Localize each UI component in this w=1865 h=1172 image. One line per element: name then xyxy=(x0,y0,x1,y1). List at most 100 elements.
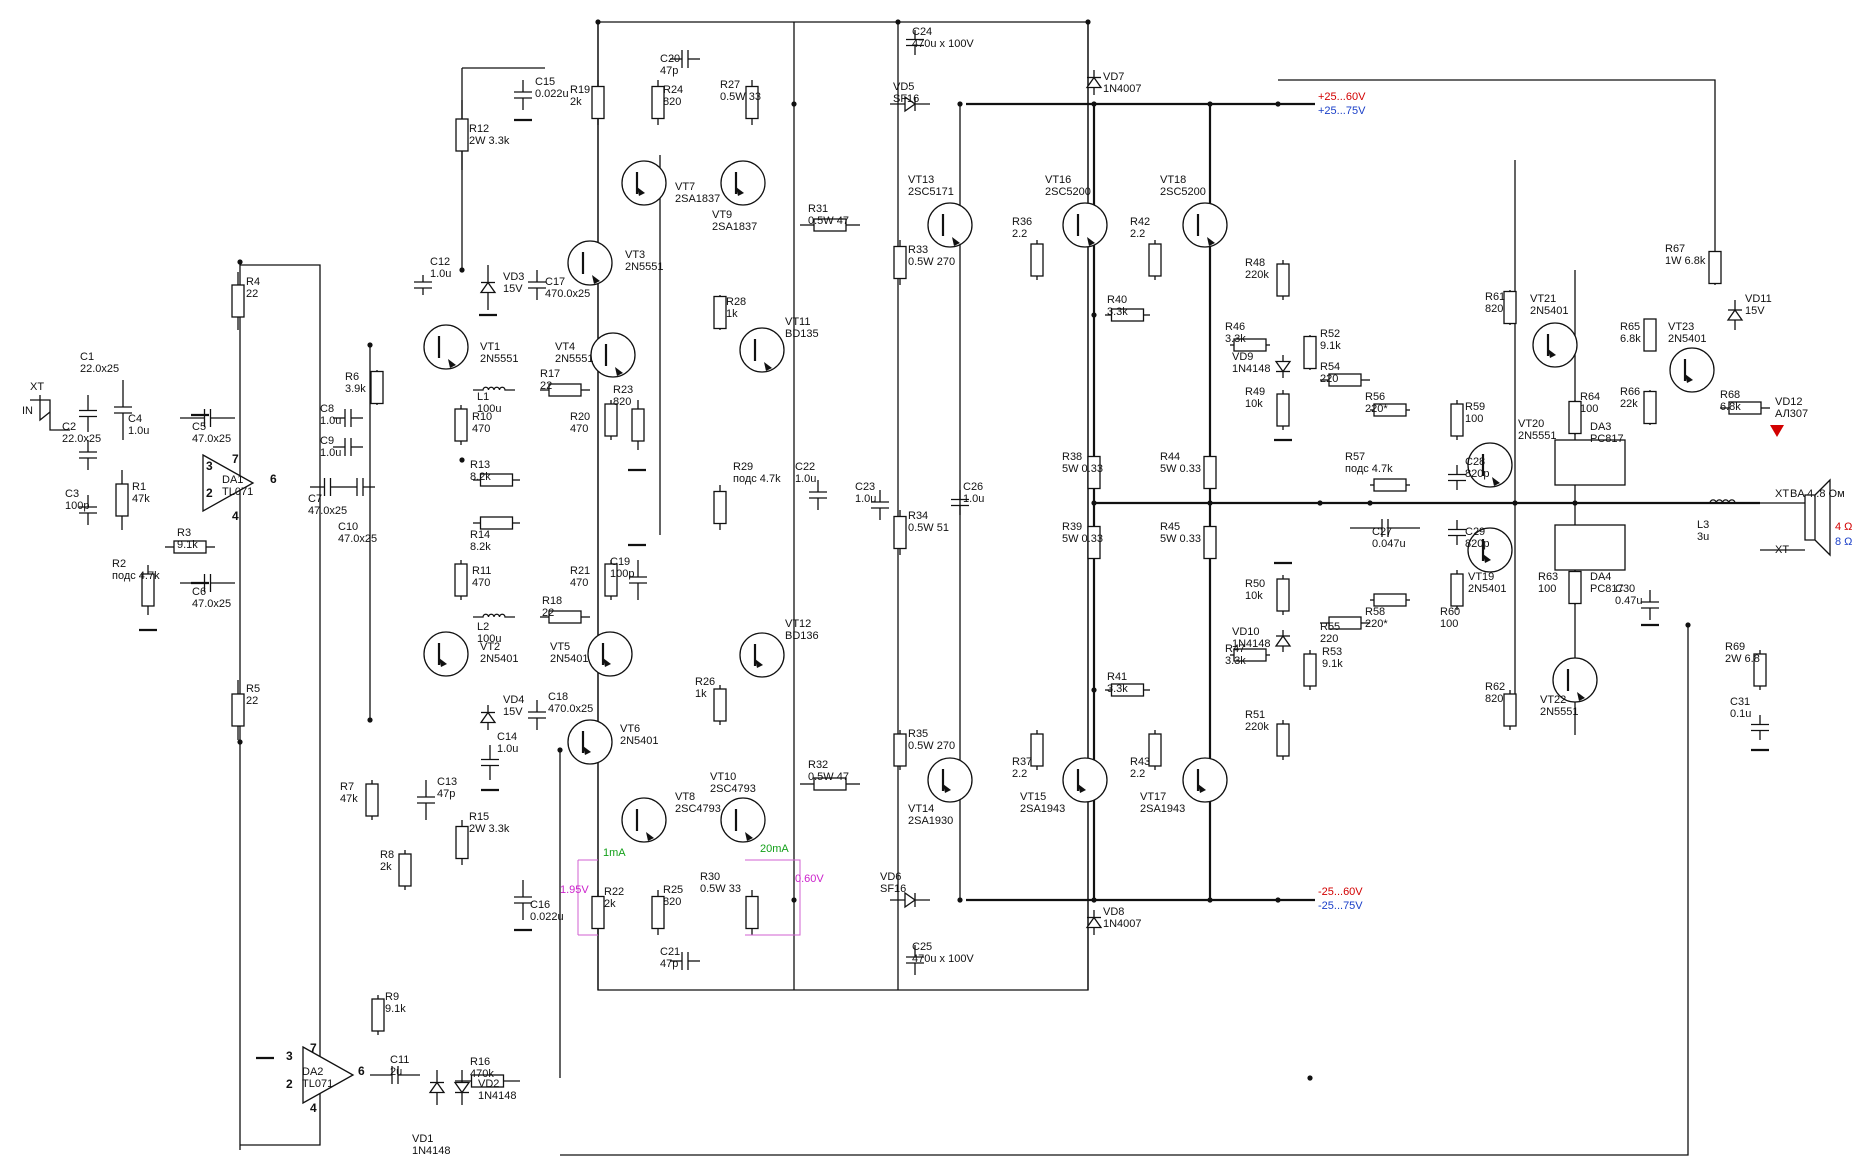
vd6-ref: VD6 xyxy=(880,871,901,883)
vt7-transistor-arrow xyxy=(637,187,645,196)
vt13-value: 2SC5171 xyxy=(908,186,954,198)
da2-ref: DA2 xyxy=(302,1066,323,1078)
r56-value: 220* xyxy=(1365,403,1388,415)
junction-dot xyxy=(1512,500,1518,506)
vd2-diode xyxy=(453,1081,471,1094)
da3-ref: DA3 xyxy=(1590,421,1611,433)
r9-value: 9.1k xyxy=(385,1003,406,1015)
r53-value: 9.1k xyxy=(1322,658,1343,670)
c19-ref: C19 xyxy=(610,556,630,568)
c27-value: 0.047u xyxy=(1372,538,1406,550)
vt1-ref: VT1 xyxy=(480,341,500,353)
vt15-transistor xyxy=(1062,757,1108,803)
vd8-value: 1N4007 xyxy=(1103,918,1142,930)
l1-ref: L1 xyxy=(477,391,489,403)
vt8-transistor xyxy=(621,797,667,843)
r43-ref: R43 xyxy=(1130,756,1150,768)
r40-value: 3.3k xyxy=(1107,306,1128,318)
opamp-pin-da2_7: 7 xyxy=(310,1041,317,1055)
da1-ref: DA1 xyxy=(222,474,243,486)
vt9-value: 2SA1837 xyxy=(712,221,757,233)
vt1-transistor-arrow xyxy=(448,359,456,368)
vt5-transistor-arrow xyxy=(603,658,611,667)
r15-resistor xyxy=(455,825,469,860)
r62-resistor xyxy=(1503,693,1517,727)
r29-resistor xyxy=(713,490,727,525)
vd7-diode xyxy=(1085,76,1103,89)
r3-ref: R3 xyxy=(177,527,191,539)
vt21-transistor-arrow xyxy=(1548,349,1556,358)
r3-value: 9.1k xyxy=(177,539,198,551)
r66-value: 22k xyxy=(1620,398,1638,410)
r51-ref: R51 xyxy=(1245,709,1265,721)
r17-resistor xyxy=(548,383,582,397)
vt1-transistor xyxy=(423,324,469,370)
opamp-pin-da1_3: 3 xyxy=(206,459,213,473)
r51-resistor xyxy=(1276,723,1290,757)
r26-resistor xyxy=(713,688,727,722)
r43-resistor xyxy=(1148,733,1162,767)
da4-ref: DA4 xyxy=(1590,571,1611,583)
r24-resistor xyxy=(651,85,665,120)
r41-value: 3.3k xyxy=(1107,683,1128,695)
r56-ref: R56 xyxy=(1365,391,1385,403)
da3-optocoupler xyxy=(1554,439,1626,486)
da2-opamp xyxy=(302,1045,355,1105)
c8-value: 1.0u xyxy=(320,415,341,427)
r2-resistor xyxy=(141,573,155,607)
r8-resistor xyxy=(398,853,412,887)
r31-resistor xyxy=(813,218,847,232)
junction-dot xyxy=(459,267,465,273)
r41-resistor xyxy=(1110,683,1145,697)
r24-ref: R24 xyxy=(663,84,683,96)
vd10-ref: VD10 xyxy=(1232,626,1260,638)
led-icon xyxy=(1770,425,1784,437)
r12-value: 2W 3.3k xyxy=(469,135,510,147)
l2-ref: L2 xyxy=(477,621,489,633)
rail-neg1-label: -25...60V xyxy=(1318,886,1363,898)
c13-ref: C13 xyxy=(437,776,457,788)
opamp-pin-da1_2: 2 xyxy=(206,486,213,500)
vt9-ref: VT9 xyxy=(712,209,732,221)
input-in-label: IN xyxy=(22,405,33,417)
input-jack-icon xyxy=(39,395,51,422)
r64-ref: R64 xyxy=(1580,391,1600,403)
r29-ref: R29 xyxy=(733,461,753,473)
r58-ref: R58 xyxy=(1365,606,1385,618)
vt8-value: 2SC4793 xyxy=(675,803,721,815)
r24-value: 820 xyxy=(663,96,681,108)
r6-ref: R6 xyxy=(345,371,359,383)
vt2-ref: VT2 xyxy=(480,641,500,653)
r4-resistor xyxy=(231,284,245,318)
junction-dot xyxy=(459,457,465,463)
r44-ref: R44 xyxy=(1160,451,1180,463)
r68-ref: R68 xyxy=(1720,389,1740,401)
r69-resistor xyxy=(1753,653,1767,687)
vd1-ref: VD1 xyxy=(412,1133,433,1145)
c10-ref: C10 xyxy=(338,521,358,533)
r52-resistor xyxy=(1303,335,1317,370)
vd8-ref: VD8 xyxy=(1103,906,1124,918)
r17-value: 22 xyxy=(540,380,552,392)
r23-ref: R23 xyxy=(613,384,633,396)
junction-dot xyxy=(1091,687,1097,693)
r47-value: 3.3k xyxy=(1225,655,1246,667)
r31-value: 0.5W 47 xyxy=(808,215,849,227)
c25-value: 470u x 100V xyxy=(912,953,974,965)
c28-ref: C28 xyxy=(1465,456,1485,468)
vt18-transistor-arrow xyxy=(1207,237,1215,246)
r8-ref: R8 xyxy=(380,849,394,861)
r2-ref: R2 xyxy=(112,558,126,570)
c14-value: 1.0u xyxy=(497,743,518,755)
r37-ref: R37 xyxy=(1012,756,1032,768)
vt21-transistor xyxy=(1532,322,1578,368)
r47-resistor xyxy=(1233,648,1267,662)
vd3-ref: VD3 xyxy=(503,271,524,283)
speaker-icon xyxy=(1804,478,1831,557)
r49-value: 10k xyxy=(1245,398,1263,410)
c22-value: 1.0u xyxy=(795,473,816,485)
vt3-value: 2N5551 xyxy=(625,261,664,273)
vt7-ref: VT7 xyxy=(675,181,695,193)
vt19-value: 2N5401 xyxy=(1468,583,1507,595)
r11-value: 470 xyxy=(472,577,490,589)
